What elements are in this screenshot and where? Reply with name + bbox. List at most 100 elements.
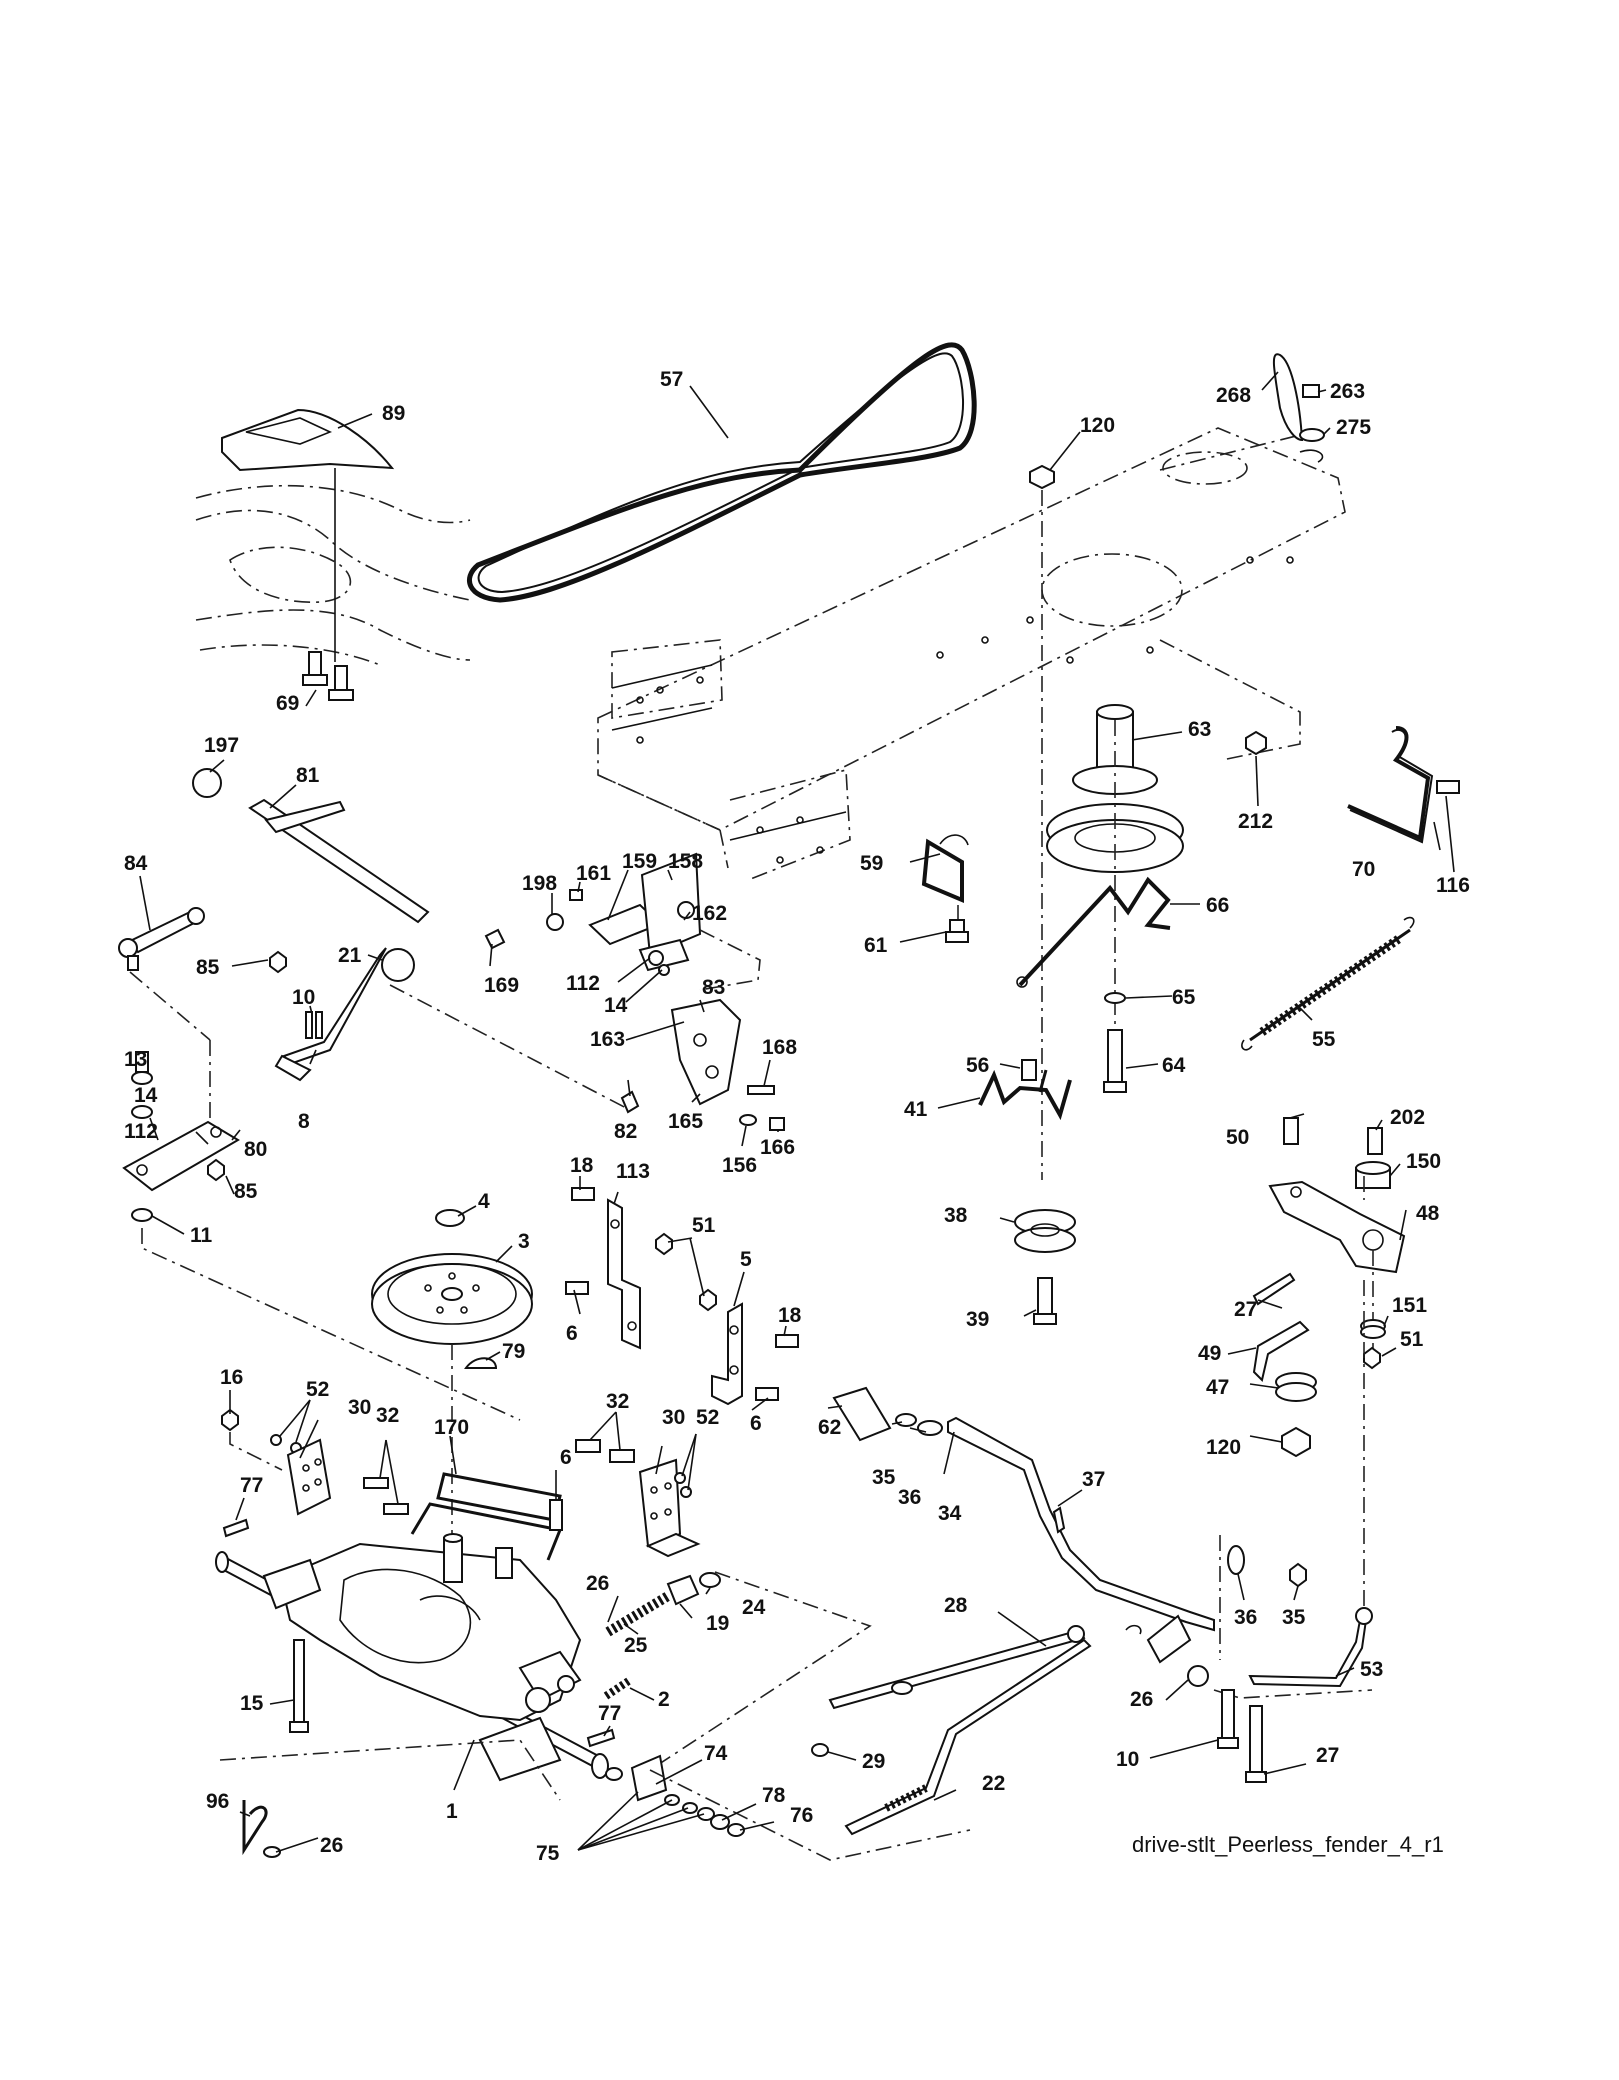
callout-label: 30: [662, 1406, 685, 1429]
transaxle-1: [215, 1533, 609, 1801]
callout-label: 168: [762, 1036, 797, 1059]
idler-pulley-63: [1046, 704, 1184, 1070]
bolt-10-lower: [1217, 1689, 1239, 1749]
callout-label: 18: [778, 1304, 802, 1327]
shaft-81: [192, 768, 430, 924]
callout-label: 263: [1330, 380, 1365, 403]
washer-26-lower: [263, 1846, 281, 1858]
callout-label: 21: [338, 944, 362, 967]
link-53: [1248, 1280, 1373, 1688]
wire-66: [1016, 876, 1171, 988]
bolt-15: [289, 1639, 309, 1733]
callout-label: 197: [204, 734, 239, 757]
callout-label: 2: [658, 1688, 670, 1711]
callout-label: 14: [134, 1084, 158, 1107]
bolt-27-upper: [1252, 1272, 1296, 1306]
callout-label: 79: [502, 1340, 525, 1363]
callout-label: 27: [1234, 1298, 1257, 1321]
bracket-170: [410, 1472, 563, 1561]
callout-label: 51: [692, 1214, 716, 1237]
callout-label: 25: [624, 1634, 648, 1657]
callout-label: 1: [446, 1800, 458, 1823]
callout-label: 82: [614, 1120, 637, 1143]
washer-36-right: [1227, 1545, 1245, 1575]
bolts-69: [302, 651, 354, 701]
shift-lever-8: [274, 947, 631, 1111]
bracket-30-right: [575, 1439, 701, 1558]
callout-label: 169: [484, 974, 519, 997]
callout-label: 85: [196, 956, 220, 979]
callout-label: 116: [1436, 874, 1470, 897]
callout-label: 35: [1282, 1606, 1306, 1629]
nuts-85: [207, 950, 287, 1182]
wire-41: [978, 1069, 1072, 1121]
callout-label: 112: [566, 972, 600, 995]
callout-label: 198: [522, 872, 557, 895]
callout-label: 24: [742, 1596, 766, 1619]
washer-151: [1360, 1319, 1386, 1339]
bracket-165: [670, 998, 775, 1106]
callout-label: 96: [206, 1790, 229, 1813]
callout-label: 15: [240, 1692, 264, 1715]
callout-label: 41: [904, 1098, 928, 1121]
callout-label: 56: [966, 1054, 989, 1077]
bushing-29: [811, 1743, 829, 1757]
callout-label: 30: [348, 1396, 371, 1419]
callout-label: 74: [704, 1742, 728, 1765]
callout-label: 59: [860, 852, 883, 875]
washer-156: [739, 1114, 757, 1126]
bracket-48: [1268, 1180, 1406, 1360]
bolt-39: [1033, 1277, 1057, 1325]
callout-label: 165: [668, 1110, 703, 1133]
callout-label: 63: [1188, 718, 1211, 741]
callout-label: 84: [124, 852, 148, 875]
callout-label: 89: [382, 402, 405, 425]
callout-label: 55: [1312, 1028, 1336, 1051]
callout-label: 26: [586, 1572, 609, 1595]
callout-label: 113: [616, 1160, 650, 1183]
spring-assembly-25: [603, 1571, 872, 1771]
callout-label: 70: [1352, 858, 1375, 881]
clip-82: [620, 1090, 640, 1114]
washer-65: [1104, 992, 1126, 1004]
callout-label: 78: [762, 1784, 786, 1807]
callout-label: 83: [702, 976, 725, 999]
callout-label: 62: [818, 1416, 841, 1439]
pivot-assembly-158: [546, 852, 761, 991]
callout-label: 29: [862, 1750, 885, 1773]
callout-label: 19: [706, 1612, 729, 1635]
spring-clip-59: [921, 834, 969, 930]
callout-label: 34: [938, 1502, 962, 1525]
callout-label: 80: [244, 1138, 267, 1161]
callout-label: 26: [1130, 1688, 1153, 1711]
callout-label: 120: [1080, 414, 1115, 437]
callout-label: 49: [1198, 1342, 1221, 1365]
callout-label: 69: [276, 692, 299, 715]
callout-label: 65: [1172, 986, 1196, 1009]
spacer-150: [1355, 1161, 1391, 1189]
bracket-113: [565, 1187, 641, 1350]
callout-label: 268: [1216, 384, 1251, 407]
callout-label: 64: [1162, 1054, 1186, 1077]
washer-11: [131, 1208, 521, 1421]
pulley-47: [1275, 1372, 1317, 1402]
callout-label: 47: [1206, 1376, 1229, 1399]
callout-label: 158: [668, 850, 703, 873]
callout-label: 150: [1406, 1150, 1441, 1173]
callout-label: 48: [1416, 1202, 1440, 1225]
rod-22: [844, 1638, 1092, 1836]
callout-label: 57: [660, 368, 683, 391]
callout-label: 52: [696, 1406, 719, 1429]
nut-120-lower: [1281, 1426, 1311, 1458]
callout-label: 6: [566, 1322, 578, 1345]
callout-label: 14: [604, 994, 628, 1017]
diagram-caption: drive-stlt_Peerless_fender_4_r1: [1132, 1832, 1444, 1857]
callout-label: 11: [190, 1224, 213, 1247]
rod-28: [828, 1625, 1086, 1710]
callout-label: 151: [1392, 1294, 1427, 1317]
callout-label: 39: [966, 1308, 989, 1331]
spring-55: [1241, 916, 1415, 1051]
callout-label: 8: [298, 1110, 310, 1133]
callout-label: 36: [1234, 1606, 1257, 1629]
callout-label: 38: [944, 1204, 968, 1227]
